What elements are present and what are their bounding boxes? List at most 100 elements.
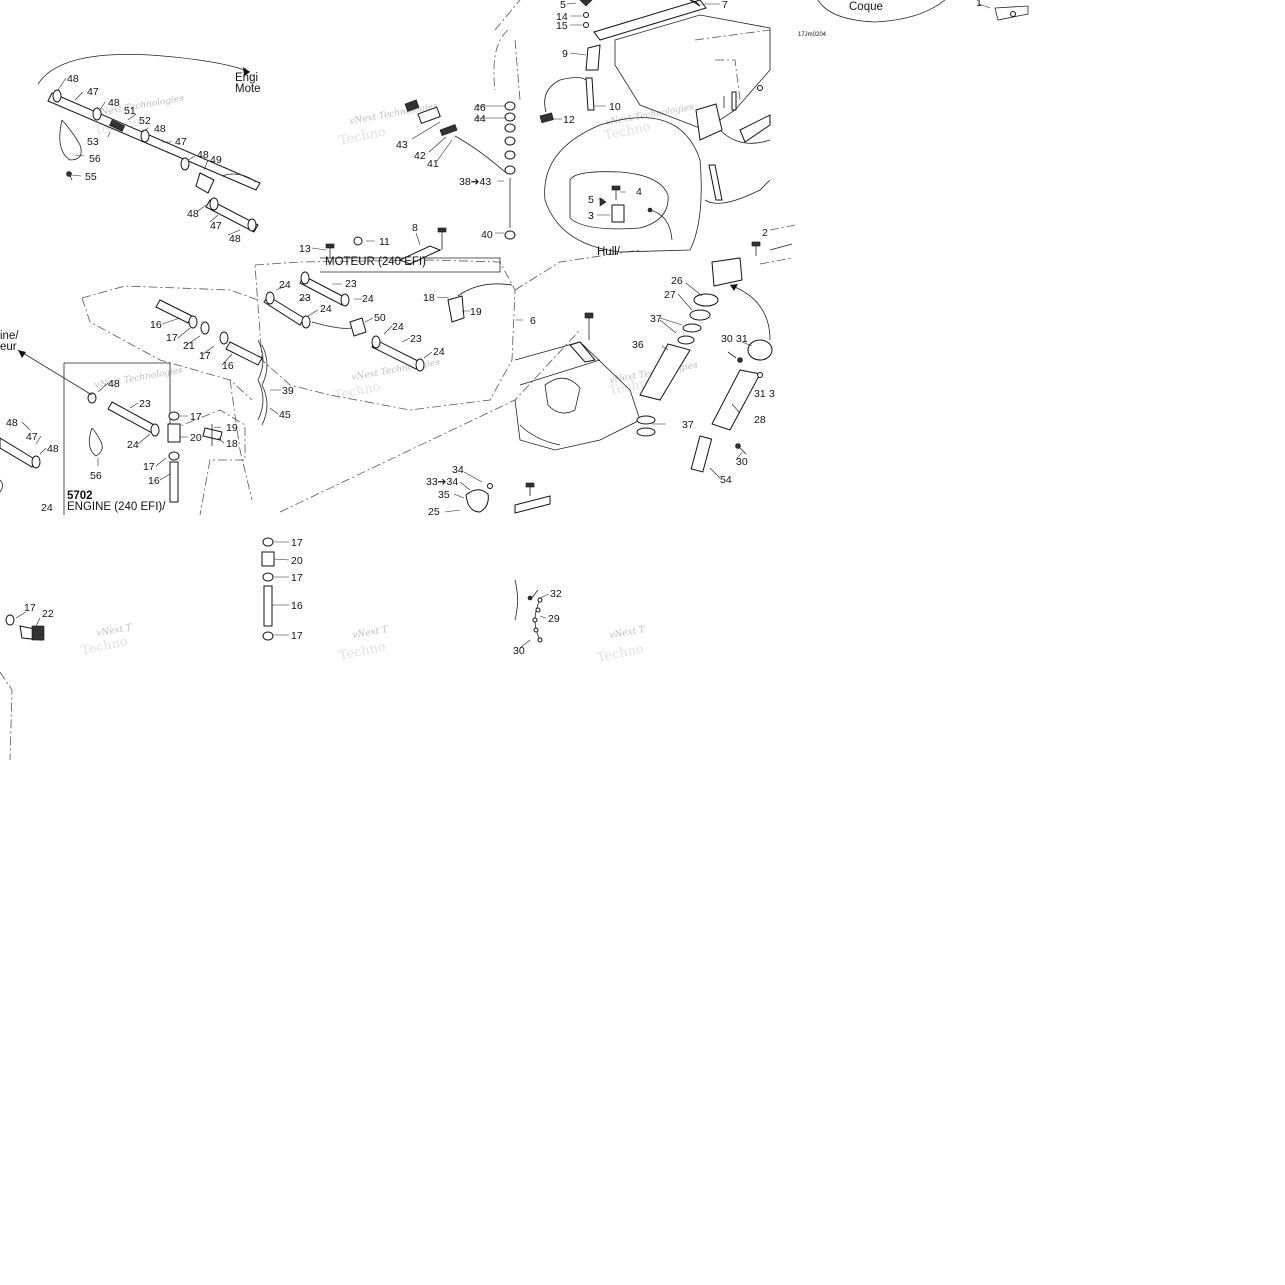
callout: 34 xyxy=(452,464,464,476)
callout: 43 xyxy=(396,139,408,151)
callout: 11 xyxy=(379,236,390,248)
clip-12 xyxy=(539,112,554,124)
watermark-bg: Techno xyxy=(338,124,387,149)
callout: 7 xyxy=(722,0,728,11)
callout: 3 xyxy=(769,388,775,400)
callout: 17 xyxy=(291,572,303,584)
callout: 6 xyxy=(530,315,536,327)
callout: 26 xyxy=(671,275,683,287)
engine-label-top: Engi xyxy=(235,72,258,84)
callout: 44 xyxy=(474,113,486,125)
block-number: 5702 xyxy=(67,490,93,502)
callout: 24 xyxy=(41,502,53,514)
screw-55 xyxy=(66,171,72,177)
callout: 45 xyxy=(279,409,291,421)
moteur-240-label: MOTEUR (240 EFI) xyxy=(325,256,426,268)
callout: 53 xyxy=(87,136,99,148)
t-fitting-50 xyxy=(349,317,367,337)
boxed-subassembly xyxy=(0,349,223,503)
callout: 18 xyxy=(423,292,435,304)
callout: 15 xyxy=(556,20,568,32)
callout: 24 xyxy=(362,293,374,305)
watermark: vNext Technologies xyxy=(351,358,441,383)
callout: 16 xyxy=(291,600,303,612)
callout: 3 xyxy=(588,210,594,222)
hose-clamp-48 xyxy=(92,107,102,121)
callout: 17 xyxy=(199,350,211,362)
callout: 5 xyxy=(560,0,566,11)
callout: 10 xyxy=(609,101,621,113)
callout: 23 xyxy=(299,292,311,304)
t-fitting-20 xyxy=(167,423,181,443)
callout: 30 xyxy=(736,456,748,468)
callout: 55 xyxy=(85,171,97,183)
hull-outline xyxy=(0,0,1029,761)
vent-hose-28 xyxy=(711,369,761,431)
callout: 16 xyxy=(148,475,160,487)
hose-54 xyxy=(690,435,713,473)
strap-6 xyxy=(569,341,596,363)
callout-numbers: 48 47 48 51 52 48 53 56 55 47 48 49 48 4… xyxy=(6,0,982,657)
watermark-bg: Techno xyxy=(80,634,129,659)
callout: 47 xyxy=(210,220,222,232)
callout: 19 xyxy=(226,422,238,434)
callout: 35 xyxy=(438,489,450,501)
callout: 18 xyxy=(226,438,238,450)
callout: 48 xyxy=(197,149,209,161)
callout: 24 xyxy=(279,279,291,291)
callout: 31 xyxy=(736,333,748,345)
callout: 29 xyxy=(548,613,560,625)
moteur-label-left: eur xyxy=(0,341,17,353)
cable-tie-56 xyxy=(88,427,103,457)
callout: 32 xyxy=(550,588,562,600)
callout: 17 xyxy=(166,332,178,344)
callout: 48 xyxy=(6,417,18,429)
callout: 48 xyxy=(229,233,241,245)
callout: 2 xyxy=(762,227,768,239)
callout: 48 xyxy=(67,73,79,85)
block-title: ENGINE (240 EFI)/ xyxy=(67,501,166,513)
coque-label: Coque xyxy=(849,1,883,13)
tank-hardware-top xyxy=(539,0,771,256)
lower-fuel-line xyxy=(5,537,543,643)
callout: 54 xyxy=(720,474,732,486)
watermark-layer: Techno Techno Techno Techno Techno Techn… xyxy=(80,94,699,666)
engine-hose-assembly-top xyxy=(37,54,261,233)
hull-label: Hull/ xyxy=(597,246,621,258)
watermark-bg: Techno xyxy=(596,641,645,666)
callout: 17 xyxy=(190,411,202,423)
hose-clamp-48 xyxy=(209,197,219,211)
callout: 17 xyxy=(143,461,155,473)
callout: 17 xyxy=(291,630,303,642)
callout: 4 xyxy=(636,186,642,198)
callout: 14 xyxy=(556,11,568,23)
callout: 8 xyxy=(412,222,418,234)
filler-hose-36 xyxy=(639,343,691,401)
callout: 30 xyxy=(513,645,525,657)
callout: 23 xyxy=(410,333,422,345)
callout: 33➔34 xyxy=(426,476,458,488)
strap-bracket xyxy=(593,0,707,41)
callout: 47 xyxy=(87,86,99,98)
bracket-9 xyxy=(585,44,601,71)
callout: 24 xyxy=(127,439,139,451)
callout: 42 xyxy=(414,150,426,162)
callout: 41 xyxy=(427,158,439,170)
callout: 48 xyxy=(154,123,166,135)
watermark: vNext T xyxy=(352,625,390,641)
wiring-harness-43 xyxy=(404,99,516,240)
callout: 30 xyxy=(721,333,733,345)
callout: 46 xyxy=(474,102,486,114)
callout: 17 xyxy=(24,602,36,614)
fitting xyxy=(109,119,126,132)
callout: 40 xyxy=(481,229,493,241)
callout: 20 xyxy=(190,432,202,444)
callout: 23 xyxy=(139,398,151,410)
callout: 19 xyxy=(470,306,482,318)
callout: 28 xyxy=(754,414,766,426)
callout: 25 xyxy=(428,506,440,518)
spacer-3 xyxy=(611,204,625,223)
hose-clamp-48 xyxy=(52,89,62,103)
callout: 56 xyxy=(89,153,101,165)
callout: 27 xyxy=(664,289,676,301)
